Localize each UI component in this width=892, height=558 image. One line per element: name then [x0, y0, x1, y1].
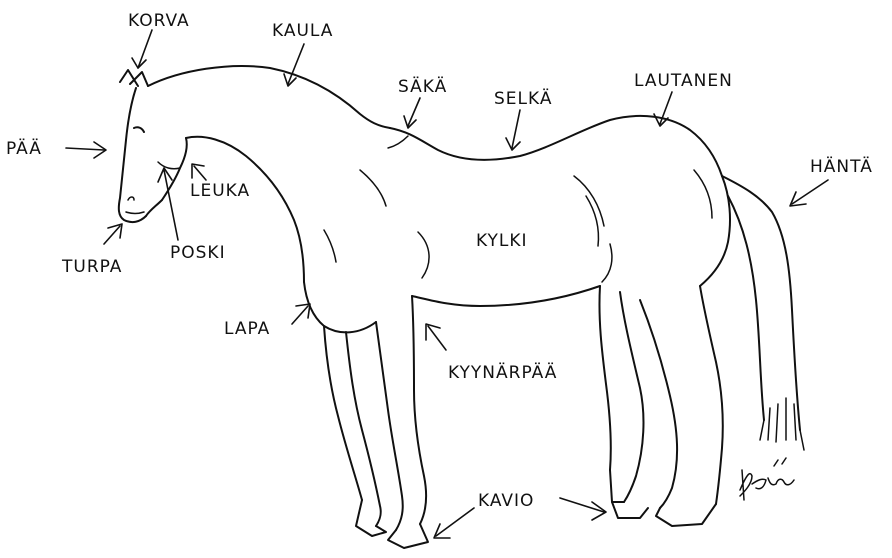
arrow-leuka — [194, 166, 206, 180]
arrow-kavio-left — [436, 508, 474, 536]
label-korva: KORVA — [128, 11, 190, 31]
arrow-lapa — [292, 306, 308, 324]
artist-signature — [740, 458, 794, 500]
label-leuka: LEUKA — [190, 181, 250, 201]
label-saka: SÄKÄ — [398, 76, 447, 97]
label-selka: SELKÄ — [494, 88, 552, 109]
label-turpa: TURPA — [61, 257, 122, 277]
horse-outline — [119, 66, 804, 548]
label-kavio: KAVIO — [478, 491, 534, 511]
arrow-korva — [138, 30, 152, 68]
arrows — [66, 30, 828, 538]
label-kyynarpaa: KYYNÄRPÄÄ — [448, 362, 557, 383]
label-kylki: KYLKI — [476, 231, 528, 251]
label-poski: POSKI — [170, 243, 226, 263]
arrow-kyynarpaa — [428, 326, 446, 350]
label-kaula: KAULA — [272, 21, 333, 41]
arrow-turpa — [104, 226, 120, 244]
arrow-hanta — [792, 180, 828, 204]
label-lautanen: LAUTANEN — [634, 71, 733, 91]
arrow-poski — [164, 170, 178, 240]
labels: KORVA KAULA SÄKÄ SELKÄ LAUTANEN PÄÄ LEUK… — [6, 11, 873, 511]
label-lapa: LAPA — [224, 319, 270, 339]
arrow-paa — [66, 148, 104, 150]
label-paa: PÄÄ — [6, 138, 42, 159]
label-hanta: HÄNTÄ — [810, 156, 873, 177]
